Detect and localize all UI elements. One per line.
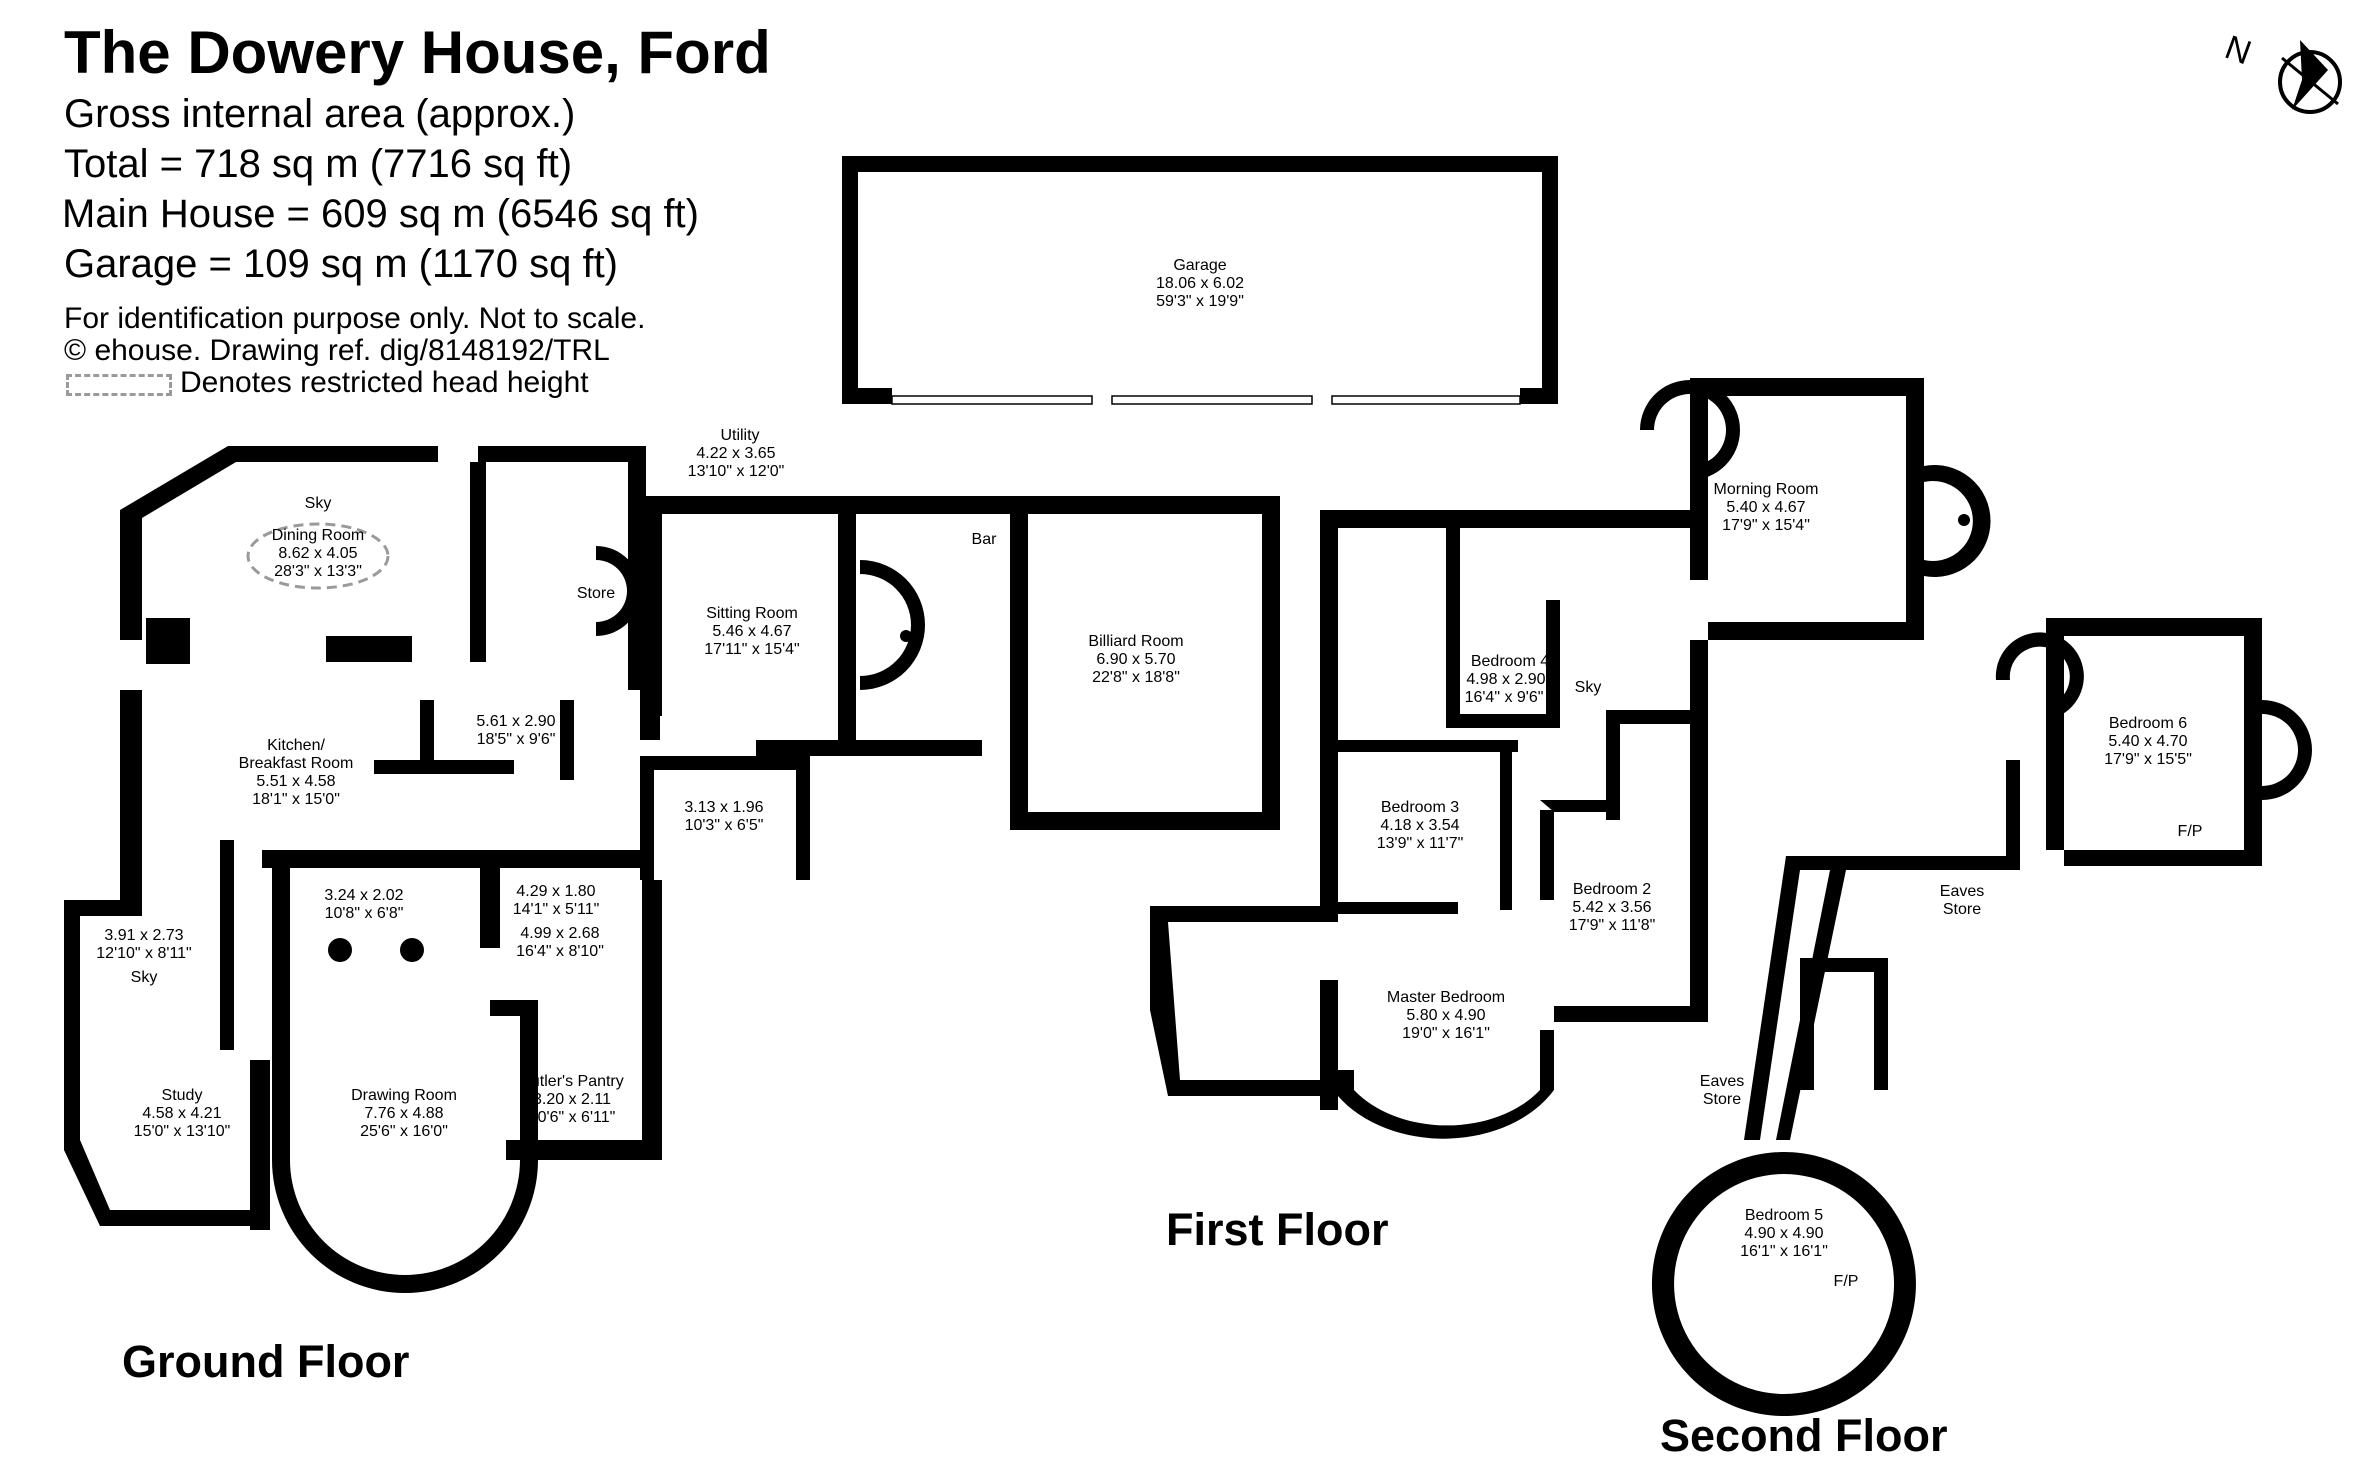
kitchen-name: Kitchen/ — [267, 737, 325, 754]
eaves-store-2-name: Eaves — [1700, 1073, 1744, 1090]
bed4-imperial: 16'4" x 9'6" — [1465, 689, 1544, 706]
garage-imperial: 59'3" x 19'9" — [1156, 293, 1244, 310]
bed3-imperial: 13'9" x 11'7" — [1377, 835, 1464, 852]
inner-hall-imperial: 10'8" x 6'8" — [325, 905, 404, 922]
bed2-metric: 5.42 x 3.56 — [1572, 899, 1651, 916]
pantry-imperial: 10'6" x 6'11" — [529, 1109, 616, 1126]
drawing-name: Drawing Room — [351, 1087, 457, 1104]
legend-text: Denotes restricted head height — [180, 366, 589, 399]
kitchen-metric: 5.51 x 4.58 — [256, 773, 335, 790]
morning-metric: 5.40 x 4.67 — [1726, 499, 1805, 516]
sitting-metric: 5.46 x 4.67 — [712, 623, 791, 640]
billiard-metric: 6.90 x 5.70 — [1096, 651, 1175, 668]
copyright: © ehouse. Drawing ref. dig/8148192/TRL — [64, 334, 610, 367]
second-floor-labels: Bedroom 6 5.40 x 4.70 17'9" x 15'5" F/P … — [1700, 715, 2203, 1290]
utility-name: Utility — [720, 427, 759, 444]
bed6-fireplace: F/P — [2178, 823, 2203, 840]
master-name: Master Bedroom — [1387, 989, 1505, 1006]
inner-hall-metric: 3.24 x 2.02 — [324, 887, 403, 904]
eaves-store-1-name-2: Store — [1943, 901, 1981, 918]
master-metric: 5.80 x 4.90 — [1406, 1007, 1485, 1024]
first-floor-walls — [1150, 378, 1991, 1139]
study-lobby-sky: Sky — [131, 969, 158, 986]
compass-icon: N — [2220, 28, 2342, 114]
pantry-metric: 3.20 x 2.11 — [533, 1091, 611, 1108]
bed2-imperial: 17'9" x 11'8" — [1569, 917, 1656, 934]
study-lobby-metric: 3.91 x 2.73 — [104, 927, 183, 944]
dining-name: Dining Room — [272, 527, 364, 544]
ground-floor-label: Ground Floor — [122, 1336, 410, 1387]
kitchen-imperial: 18'1" x 15'0" — [252, 791, 340, 808]
eaves-store-1-name: Eaves — [1940, 883, 1984, 900]
bed4-name: Bedroom 4 — [1471, 653, 1549, 670]
eaves-store-2-name-2: Store — [1703, 1091, 1741, 1108]
hall-imperial: 18'5" x 9'6" — [477, 731, 556, 748]
study-name: Study — [162, 1087, 203, 1104]
disclaimer: For identification purpose only. Not to … — [64, 302, 646, 335]
bed6-metric: 5.40 x 4.70 — [2108, 733, 2187, 750]
restricted-height-legend-swatch — [66, 374, 172, 396]
pantry-name: Butler's Pantry — [520, 1073, 624, 1090]
first-floor-label: First Floor — [1166, 1204, 1389, 1255]
dining-imperial: 28'3" x 13'3" — [274, 563, 362, 580]
lobby-imperial: 10'3" x 6'5" — [685, 817, 764, 834]
hall-metric: 5.61 x 2.90 — [476, 713, 555, 730]
billiard-name: Billiard Room — [1088, 633, 1183, 650]
bed3-metric: 4.18 x 3.54 — [1380, 817, 1459, 834]
bed4-metric: 4.98 x 2.90 — [1466, 671, 1545, 688]
restricted-height-outline — [246, 522, 390, 590]
study-metric: 4.58 x 4.21 — [142, 1105, 221, 1122]
ground-floor-walls — [64, 446, 1280, 1293]
area-total: Total = 718 sq m (7716 sq ft) — [64, 142, 573, 186]
kitchen-name-2: Breakfast Room — [239, 755, 354, 772]
garage: Garage 18.06 x 6.02 59'3" x 19'9" — [842, 156, 1558, 405]
garage-metric: 18.06 x 6.02 — [1156, 275, 1244, 292]
sitting-imperial: 17'11" x 15'4" — [704, 641, 799, 658]
bed5-fireplace: F/P — [1834, 1273, 1859, 1290]
sitting-name: Sitting Room — [706, 605, 798, 622]
morning-imperial: 17'9" x 15'4" — [1722, 517, 1810, 534]
second-floor-walls — [1651, 618, 2312, 1416]
master-imperial: 19'0" x 16'1" — [1402, 1025, 1490, 1042]
sky-first-label: Sky — [1575, 679, 1602, 696]
store-name: Store — [577, 585, 615, 602]
drawing-metric: 7.76 x 4.88 — [364, 1105, 443, 1122]
first-floor-labels: Morning Room 5.40 x 4.67 17'9" x 15'4" B… — [1377, 481, 1819, 1042]
bed6-name: Bedroom 6 — [2109, 715, 2187, 732]
study-imperial: 15'0" x 13'10" — [134, 1123, 231, 1140]
drawing-imperial: 25'6" x 16'0" — [360, 1123, 448, 1140]
bed6-imperial: 17'9" x 15'5" — [2104, 751, 2192, 768]
area-subtitle: Gross internal area (approx.) — [64, 92, 576, 136]
bed5-name: Bedroom 5 — [1745, 1207, 1823, 1224]
ground-floor-labels: Sky Dining Room 8.62 x 4.05 28'3" x 13'3… — [96, 427, 1183, 1140]
area-main-house: Main House = 609 sq m (6546 sq ft) — [62, 192, 699, 236]
compass-north-label: N — [2220, 28, 2256, 72]
area-garage: Garage = 109 sq m (1170 sq ft) — [64, 242, 619, 286]
back-hall-imperial: 16'4" x 8'10" — [516, 943, 604, 960]
utility-imperial: 13'10" x 12'0" — [688, 463, 785, 480]
garage-name: Garage — [1173, 257, 1226, 274]
study-lobby-imperial: 12'10" x 8'11" — [96, 945, 191, 962]
dining-metric: 8.62 x 4.05 — [278, 545, 357, 562]
morning-name: Morning Room — [1714, 481, 1819, 498]
utility-metric: 4.22 x 3.65 — [696, 445, 775, 462]
bar-name: Bar — [972, 531, 998, 548]
back-hall-metric: 4.99 x 2.68 — [520, 925, 599, 942]
bed2-name: Bedroom 2 — [1573, 881, 1651, 898]
bed5-imperial: 16'1" x 16'1" — [1740, 1243, 1828, 1260]
page-title: The Dowery House, Ford — [64, 19, 771, 86]
passage-imperial: 14'1" x 5'11" — [513, 901, 600, 918]
bed3-name: Bedroom 3 — [1381, 799, 1459, 816]
second-floor-label: Second Floor — [1660, 1410, 1948, 1461]
dining-sky: Sky — [305, 495, 332, 512]
passage-metric: 4.29 x 1.80 — [516, 883, 595, 900]
lobby-metric: 3.13 x 1.96 — [684, 799, 763, 816]
bed5-metric: 4.90 x 4.90 — [1744, 1225, 1823, 1242]
billiard-imperial: 22'8" x 18'8" — [1092, 669, 1180, 686]
